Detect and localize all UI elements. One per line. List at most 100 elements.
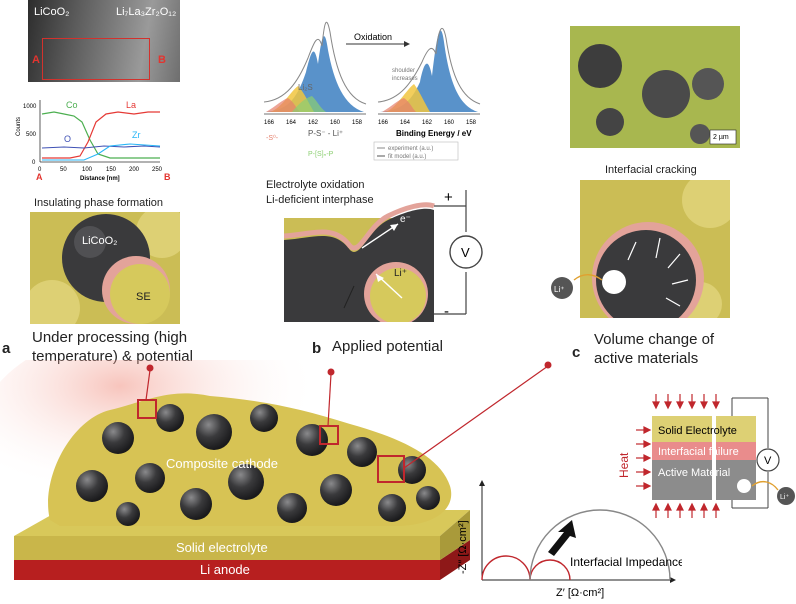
composite-cathode-label: Composite cathode bbox=[166, 456, 278, 471]
xps-xtick-l0: 166 bbox=[264, 120, 275, 126]
voltmeter-icon bbox=[449, 235, 483, 269]
xps-legend-box bbox=[373, 141, 459, 161]
panel-c-caption-2: active materials bbox=[594, 350, 699, 367]
impedance-label: Interfacial Impedance bbox=[570, 555, 682, 569]
impedance-xlabel: Z′ [Ω·cm²] bbox=[556, 587, 604, 599]
licoo2-label: LiCoO₂ bbox=[82, 235, 117, 247]
eds-xtick-5: 250 bbox=[152, 167, 163, 173]
eds-label-la: La bbox=[126, 100, 136, 110]
li-ion-icon bbox=[551, 277, 573, 299]
callout-box-c bbox=[377, 455, 405, 483]
eds-xtick-3: 150 bbox=[106, 167, 117, 173]
xps-xtick-r3: 160 bbox=[444, 120, 455, 126]
tem-label-licoo2: LiCoO₂ bbox=[34, 6, 70, 18]
plus-label: + bbox=[444, 190, 453, 206]
eds-line-chart: Counts 0 500 1000 0 50 100 150 200 250 D… bbox=[16, 100, 171, 182]
xps-spectra: Oxidation Li₂S shoulder increases 166 16… bbox=[263, 21, 481, 161]
stack-interfacial-failure bbox=[652, 442, 756, 460]
stack-active-material-label: Active Material bbox=[658, 467, 730, 479]
eds-ytick-0: 0 bbox=[32, 160, 36, 166]
xps-xtick-l1: 164 bbox=[286, 120, 297, 126]
stack-li-label: Li⁺ bbox=[780, 494, 789, 501]
scale-bar-label: 2 µm bbox=[713, 134, 729, 141]
shoulder-label-2: increases bbox=[392, 76, 418, 82]
line-scan-box bbox=[42, 38, 150, 80]
electrolyte-oxidation-label: Electrolyte oxidation bbox=[266, 179, 365, 191]
marker-a: A bbox=[32, 54, 40, 66]
composite-cathode-illustration: Composite cathode Solid electrolyte Li a… bbox=[0, 360, 552, 580]
insulating-title: Insulating phase formation bbox=[34, 197, 164, 209]
cracking-title: Interfacial cracking bbox=[605, 164, 697, 176]
eds-ytick-1: 500 bbox=[26, 132, 37, 138]
panel-a-letter: a bbox=[2, 340, 11, 357]
eds-label-co: Co bbox=[66, 100, 78, 110]
eds-xlabel: Distance [nm] bbox=[80, 176, 120, 182]
marker-b: B bbox=[158, 54, 166, 66]
heat-arrows-bottom bbox=[652, 502, 720, 518]
xps-xtick-r0: 166 bbox=[378, 120, 389, 126]
panel-c-letter: c bbox=[572, 344, 581, 361]
xps-xtick-l4: 158 bbox=[352, 120, 363, 126]
eds-label-o: O bbox=[64, 134, 71, 144]
cracking-illustration: Li⁺ bbox=[551, 180, 730, 318]
ps-li-label: P-S⁻ - Li⁺ bbox=[308, 129, 343, 138]
panel-c-caption-1: Volume change of bbox=[594, 331, 715, 348]
li-deficient-label: Li-deficient interphase bbox=[266, 194, 374, 206]
stack-v-label: V bbox=[764, 455, 772, 467]
eds-zr-curve bbox=[42, 143, 161, 161]
legend-fit: fit model (a.u.) bbox=[388, 154, 426, 160]
stack-active-material bbox=[652, 460, 756, 500]
impedance-arc-large bbox=[529, 509, 671, 581]
eds-ylabel: Counts bbox=[16, 117, 22, 136]
panel-b-caption: Applied potential bbox=[332, 338, 443, 355]
stack-solid-electrolyte-label: Solid Electrolyte bbox=[658, 425, 737, 437]
eds-xtick-2: 100 bbox=[82, 167, 93, 173]
eds-o-curve bbox=[41, 145, 161, 149]
e-label: e⁻ bbox=[400, 214, 411, 225]
psp-label: P-[S]ₙ-P bbox=[308, 151, 334, 158]
impedance-arc-2 bbox=[529, 559, 571, 581]
impedance-plot: -Z″ [Ω·cm²] Z′ [Ω·cm²] Interfacial Imped… bbox=[457, 480, 682, 599]
eds-label-zr: Zr bbox=[132, 130, 141, 140]
stack-interfacial-failure-label: Interfacial failure bbox=[658, 446, 739, 458]
xps-xtick-r1: 164 bbox=[400, 120, 411, 126]
eds-ytick-2: 1000 bbox=[23, 104, 37, 110]
eds-xtick-0: 0 bbox=[38, 167, 42, 173]
eds-xtick-4: 200 bbox=[129, 167, 140, 173]
impedance-arc-1 bbox=[481, 555, 531, 581]
xps-xtick-r4: 158 bbox=[466, 120, 477, 126]
li-anode-label: Li anode bbox=[200, 562, 250, 577]
sem-image: 2 µm bbox=[570, 26, 740, 148]
heat-arrows-left bbox=[636, 426, 652, 490]
stack-li-ion-icon bbox=[777, 487, 795, 505]
s0-label: -S⁰- bbox=[266, 134, 279, 142]
callout-box-a bbox=[137, 399, 157, 419]
panel-a-caption-1: Under processing (high bbox=[32, 329, 188, 346]
xps-xtick-r2: 162 bbox=[422, 120, 433, 126]
stack-voltmeter-icon bbox=[756, 448, 780, 472]
eds-la-curve bbox=[42, 111, 160, 159]
se-label: SE bbox=[136, 291, 151, 303]
li-label-b: Li⁺ bbox=[394, 268, 407, 279]
growth-arrow-icon bbox=[548, 520, 576, 556]
shoulder-label-1: shoulder bbox=[392, 68, 415, 74]
eds-xtick-1: 50 bbox=[60, 167, 67, 173]
xps-xtick-l2: 162 bbox=[308, 120, 319, 126]
panel-b-letter: b bbox=[312, 340, 322, 357]
li-label-c: Li⁺ bbox=[554, 285, 564, 294]
binding-energy-label: Binding Energy / eV bbox=[396, 129, 472, 138]
callout-box-b bbox=[319, 425, 339, 445]
oxidation-label: Oxidation bbox=[354, 32, 392, 42]
applied-potential-illustration: V + - e⁻ Li⁺ bbox=[284, 190, 483, 322]
eds-end-b: B bbox=[164, 172, 171, 182]
insulating-illustration: LiCoO₂ SE bbox=[30, 212, 180, 324]
heat-arrows-top bbox=[652, 394, 720, 410]
tem-image: LiCoO₂ Li₇La₃Zr₂O₁₂ A B bbox=[28, 0, 180, 82]
impedance-ylabel: -Z″ [Ω·cm²] bbox=[457, 520, 469, 574]
solid-electrolyte-label: Solid electrolyte bbox=[176, 540, 268, 555]
legend-experiment: experiment (a.u.) bbox=[388, 146, 433, 152]
minus-label: - bbox=[444, 303, 449, 320]
li2s-label: Li₂S bbox=[298, 83, 313, 92]
interfacial-failure-stack: Heat Solid Electrolyte Interfacial failu… bbox=[617, 394, 795, 518]
xps-xtick-l3: 160 bbox=[330, 120, 341, 126]
